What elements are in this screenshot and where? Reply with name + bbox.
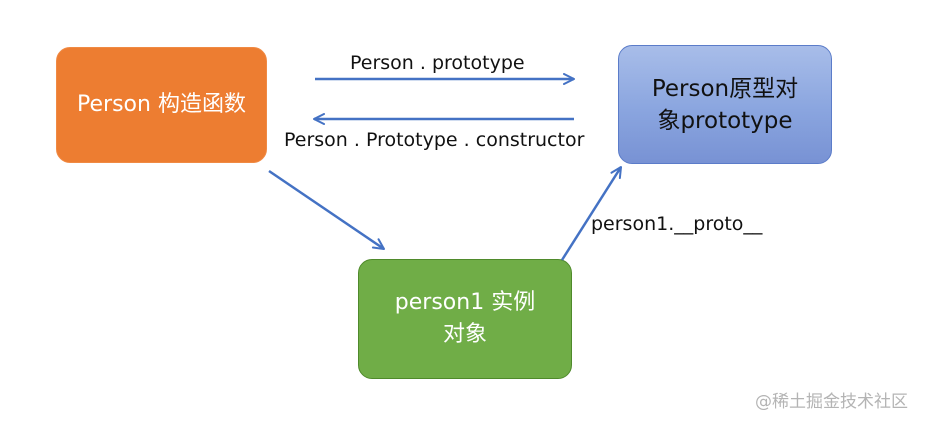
instance-node-label: person1 实例对象	[394, 290, 536, 347]
constructor-node-label: Person 构造函数	[77, 92, 246, 117]
instance-node: person1 实例对象	[358, 259, 572, 379]
edge-label-constructor: Person . Prototype . constructor	[284, 129, 585, 151]
prototype-node-label: Person原型对象prototype	[651, 75, 799, 134]
prototype-node: Person原型对象prototype	[618, 45, 832, 164]
arrow-instance-to-prototype	[560, 166, 623, 261]
edge-label-prototype: Person . prototype	[350, 52, 525, 74]
edge-label-proto: person1.__proto__	[591, 213, 763, 235]
watermark: @稀土掘金技术社区	[755, 392, 908, 412]
constructor-node: Person 构造函数	[56, 47, 267, 163]
arrow-constructor-to-instance	[268, 169, 385, 251]
